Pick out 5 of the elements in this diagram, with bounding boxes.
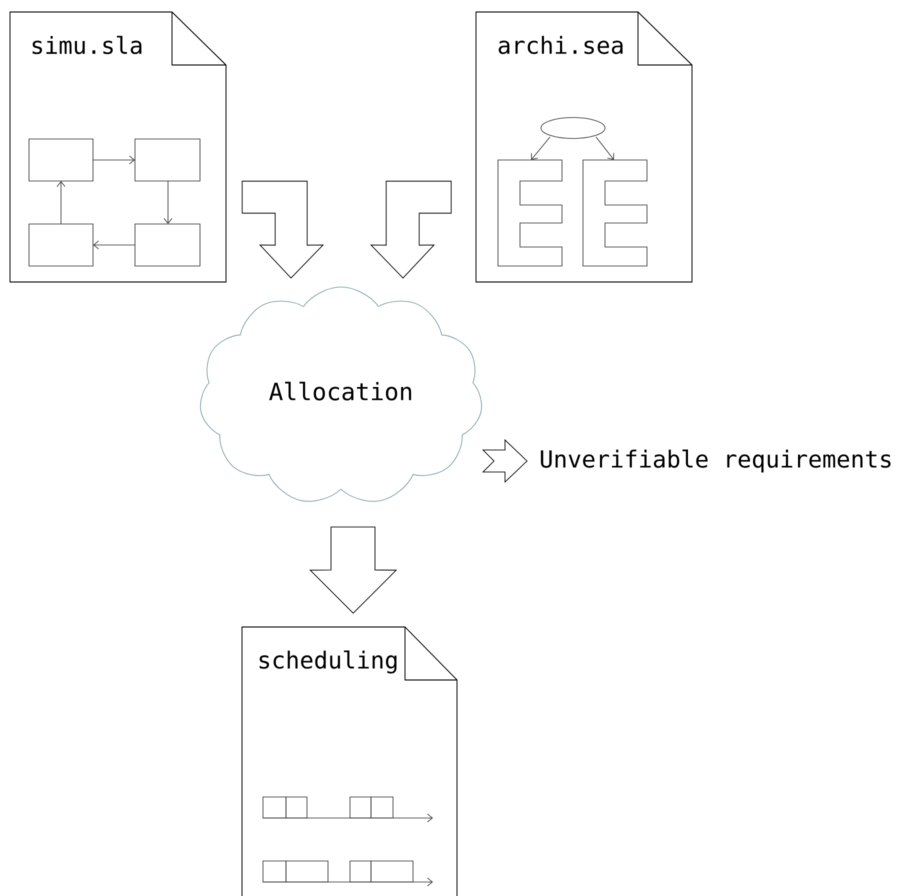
block-arrow bbox=[482, 439, 528, 483]
block-arrow bbox=[242, 180, 324, 279]
block-arrow bbox=[370, 180, 452, 279]
output-label: Unverifiable requirements bbox=[540, 450, 891, 472]
block-arrow bbox=[309, 526, 398, 614]
